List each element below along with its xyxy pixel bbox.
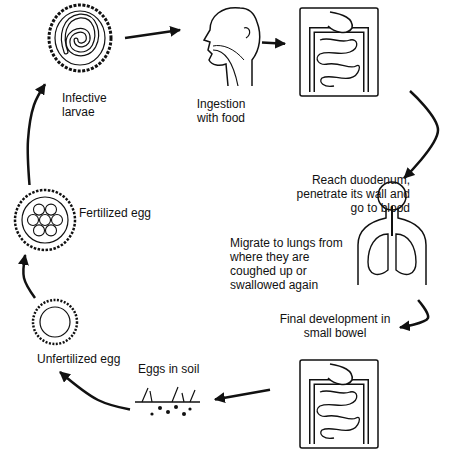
egg-membrane	[22, 197, 68, 243]
stage-node: Ingestion with food	[180, 5, 262, 130]
cycle-arrow	[60, 372, 130, 410]
intestine-drawing	[300, 8, 378, 96]
stage-caption: Ingestion with food	[186, 97, 256, 125]
stage-node: Infective larvae	[45, 5, 125, 127]
ear-outline	[244, 28, 250, 38]
cycle-arrow	[125, 30, 180, 38]
stage-node: Fertilized egg	[15, 185, 160, 255]
egg-membrane	[55, 11, 105, 65]
soil-eggs	[150, 405, 191, 416]
egg-shell	[15, 190, 75, 250]
egg-membrane	[40, 307, 70, 337]
egg-shell	[49, 5, 111, 71]
embryo-cells	[28, 204, 63, 236]
stage-node: Unfertilized egg	[25, 298, 150, 372]
lung-shape	[396, 234, 416, 274]
cycle-arrow	[23, 255, 35, 298]
larva-body-fill	[63, 16, 96, 54]
throat-line	[213, 46, 244, 60]
stage-caption: Unfertilized egg	[37, 352, 150, 366]
stage-node: Final development in small bowel	[270, 310, 400, 455]
larva-body	[63, 16, 96, 54]
esophagus-line	[213, 50, 238, 86]
stage-node: Reach duodenum, penetrate its wall and g…	[285, 5, 410, 220]
cycle-arrow	[400, 300, 428, 327]
cycle-arrow	[28, 84, 45, 185]
intestine-drawing	[300, 360, 378, 448]
lung-shape	[368, 234, 388, 274]
cycle-arrow	[262, 43, 285, 44]
stage-caption: Fertilized egg	[79, 206, 160, 220]
stage-caption: Reach duodenum, penetrate its wall and g…	[285, 173, 410, 215]
stage-node: Migrate to lungs from where they are cou…	[230, 178, 428, 300]
head-outline	[204, 8, 260, 86]
grass-blades	[142, 387, 195, 402]
stage-node: Eggs in soil	[130, 362, 215, 430]
stage-caption: Eggs in soil	[138, 362, 215, 376]
cycle-arrow	[404, 91, 438, 178]
cycle-arrow	[215, 390, 270, 400]
stage-caption: Infective larvae	[62, 91, 124, 119]
stage-caption: Migrate to lungs from where they are cou…	[230, 236, 352, 292]
stage-caption: Final development in small bowel	[270, 312, 400, 340]
egg-shell	[33, 300, 77, 344]
